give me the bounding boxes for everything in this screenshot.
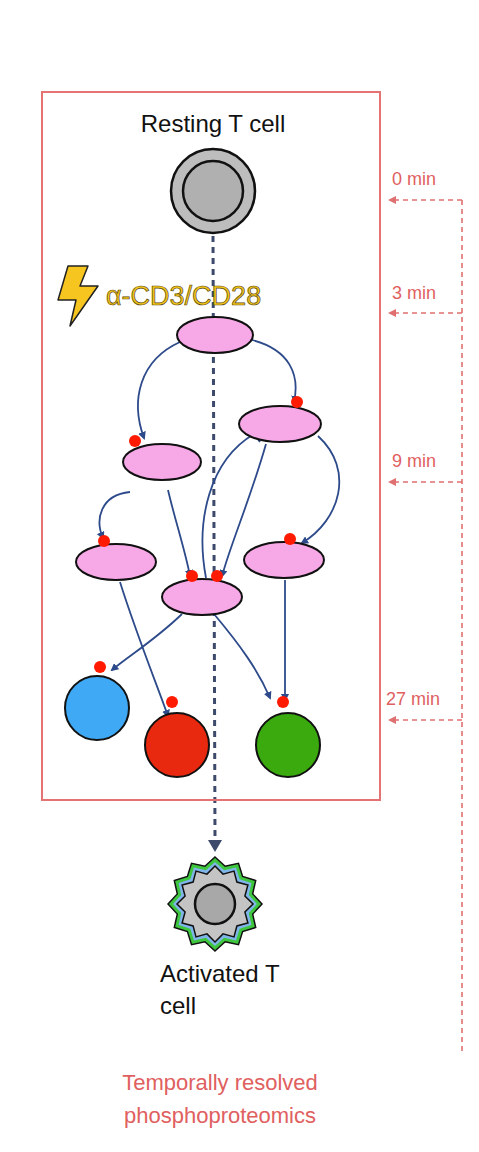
frame-box [42, 92, 380, 800]
time-label: 0 min [392, 166, 436, 193]
phospho-sites [94, 396, 303, 708]
time-label: 27 min [386, 686, 440, 713]
timeline [390, 200, 462, 1055]
activated-cell: Activated T cell [150, 852, 280, 1022]
signal-arrows [100, 340, 340, 716]
resting-cell-symbol [168, 146, 258, 236]
cell-label: Resting T cell [130, 108, 296, 140]
cell-label: Activated T cell [150, 958, 280, 1022]
resting-cell: Resting T cell [130, 108, 296, 236]
activated-cell-symbol [165, 854, 265, 954]
stimulus-label: α-CD3/CD28 [106, 276, 261, 317]
time-label: 9 min [392, 448, 436, 475]
time-label: 3 min [392, 280, 436, 307]
lightning-symbol [58, 266, 98, 326]
kinase-ellipses [76, 317, 324, 615]
method-label: Temporally resolved phosphoproteomics [60, 1066, 380, 1132]
substrate-circles [65, 676, 320, 777]
